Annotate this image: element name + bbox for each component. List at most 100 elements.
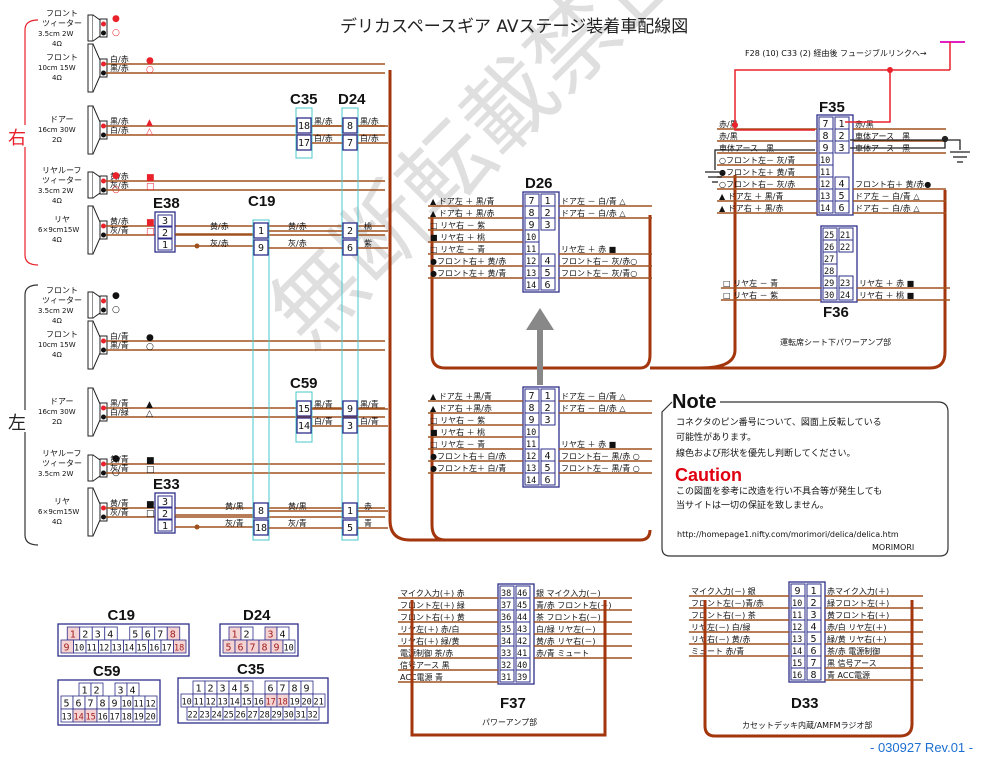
wire-color-label: 黄/赤 (288, 221, 307, 231)
pin-cell (157, 226, 173, 239)
positive-terminal (101, 178, 106, 184)
pin-cell (822, 287, 838, 301)
pinout-pin: 23 (200, 711, 210, 721)
pin-number: 45 (517, 601, 527, 611)
up-arrow-icon (526, 308, 554, 385)
pin-label-left: 信号アース 黒 (400, 660, 450, 670)
negative-terminal (101, 30, 106, 36)
pin-number: 35 (501, 625, 511, 635)
wire-color-label: 青 (364, 518, 372, 528)
pin-label-left: ●フロント左＋ 黄/青 (430, 268, 506, 278)
pinout-pin: 16 (254, 698, 264, 708)
pin-number: 2 (162, 228, 168, 239)
pin-number: 41 (517, 649, 527, 659)
speaker-spec: 6×9cm15W (38, 226, 79, 234)
note-line: 線色および形状を優先し判断してください。 (676, 447, 855, 459)
pin-cell (157, 519, 173, 532)
pinout-pin: 14 (74, 713, 84, 723)
pin-number: 5 (839, 191, 845, 202)
positive-terminal (101, 61, 106, 67)
pinout-pin: 5 (132, 630, 138, 641)
pin-label-right: 茶 フロント右(－) (536, 612, 601, 622)
pin-number: 38 (501, 589, 511, 599)
speaker-name: ツィーター (42, 296, 82, 305)
wire-color-label: 白/青 (360, 416, 379, 426)
speaker-name: フロント (46, 53, 78, 62)
wire-color-label: 白/緑 (110, 407, 129, 417)
pin-label-left: □ リヤ左 － 青 (430, 439, 485, 449)
speaker-impedance: 4Ω (52, 317, 62, 325)
pin-label-left: マイク入力(－) 銀 (691, 586, 756, 596)
pin-number: 25 (824, 231, 834, 241)
pin-cell (806, 667, 822, 681)
speaker-icon (87, 171, 94, 199)
pinout-pin: 15 (242, 698, 252, 708)
pin-label-left: ▲ ドア左 ＋ 黒/青 (430, 196, 494, 206)
pin-number: 28 (824, 267, 834, 277)
pinout-pin: 8 (100, 699, 106, 710)
pin-number: 3 (162, 216, 168, 227)
pinout-pin: 11 (134, 700, 144, 710)
wire-color-label: 灰/青 (110, 225, 129, 235)
pin-number: 40 (517, 661, 527, 671)
pin-number: 15 (792, 659, 802, 669)
pin-number: 7 (347, 138, 353, 149)
speaker-icon (92, 291, 101, 319)
pinout-pin: 10 (284, 644, 294, 654)
pin-number: 7 (529, 196, 535, 207)
splice-dot (194, 524, 200, 530)
speaker-name: フロント (46, 330, 78, 339)
pinout-label: C59 (93, 663, 121, 680)
pin-label-right: 緑フロント左(＋) (827, 598, 889, 608)
d24-column (341, 107, 359, 541)
pin-label-right: ドア左 － 白/青 △ (561, 196, 626, 206)
pinout-pin: 30 (284, 711, 294, 721)
speaker-spec: 6×9cm15W (38, 508, 79, 516)
polarity-mark: △ (146, 127, 153, 137)
pinout-pin: 3 (268, 630, 274, 641)
polarity-mark: ■ (146, 218, 155, 228)
speaker-spec: 16cm 30W (38, 126, 76, 134)
speaker-name: リヤルーフ (42, 166, 82, 175)
polarity-mark: ▲ (146, 400, 153, 410)
polarity-mark: ● (112, 171, 120, 181)
f35-bus-right (700, 190, 947, 370)
pinout-cell (173, 639, 187, 654)
pinout-label: C35 (237, 661, 265, 678)
pin-number: 6 (839, 203, 845, 214)
pin-number: 9 (258, 243, 264, 254)
pinout-cell (306, 706, 320, 721)
pin-label-left: 赤/黒 (719, 132, 738, 141)
site-url-link[interactable]: http://homepage1.nifty.com/morimori/deli… (677, 530, 899, 539)
pin-label-right: フロント左－ 黒/青 ○ (561, 463, 640, 473)
pin-label-left: ▲ ドア左 ＋黒/青 (430, 391, 492, 401)
pin-label-left: 車体アース 黒 (719, 143, 774, 153)
pin-number: 29 (824, 279, 834, 289)
pinout-pin: 4 (280, 630, 286, 641)
pin-label-right: 白/緑 リヤ左(－) (536, 624, 595, 634)
pin-cell (296, 417, 312, 434)
pin-number: 36 (501, 613, 511, 623)
speaker-impedance: 4Ω (52, 351, 62, 359)
side-label-right: 右 (8, 128, 26, 149)
pin-label-right: 赤/青 ミュート (536, 648, 589, 658)
pin-number: 7 (529, 391, 535, 402)
pinout-pin: 18 (174, 644, 184, 654)
pinout-pin: 16 (149, 644, 159, 654)
pinout-pin: 24 (212, 711, 222, 721)
pin-label-right: 青/赤 フロント左(－) (536, 600, 611, 610)
pin-label-left: ●フロント右＋ 黄/赤 (430, 256, 506, 266)
pin-number: 2 (811, 598, 817, 609)
connector-label: F36 (823, 304, 849, 321)
positive-terminal (101, 123, 106, 129)
pin-number: 10 (820, 156, 830, 166)
pin-number: 30 (824, 291, 834, 301)
pin-number: 8 (823, 131, 829, 142)
speaker-terminal (99, 120, 108, 140)
pin-number: 3 (839, 143, 845, 154)
pinout-pin: 4 (130, 686, 136, 697)
wire-color-label: 黄/黒 (225, 501, 244, 511)
speaker-icon (92, 387, 101, 437)
